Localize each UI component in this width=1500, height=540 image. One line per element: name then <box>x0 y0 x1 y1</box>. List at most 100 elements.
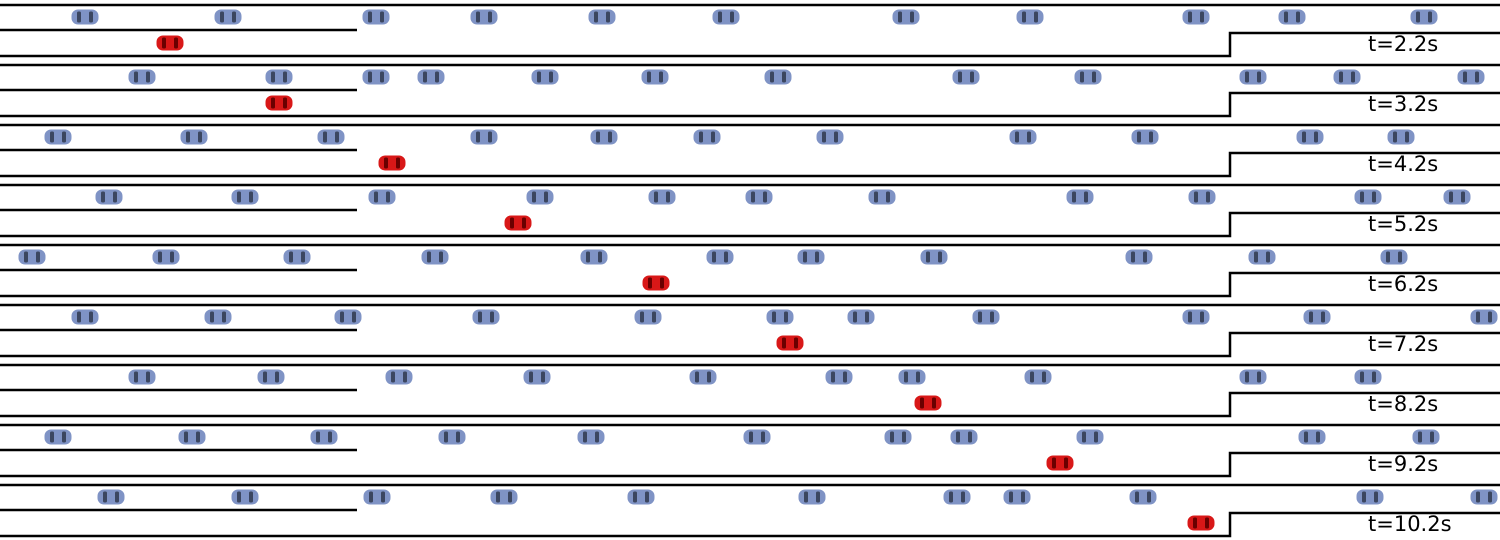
blue-car-icon <box>17 248 47 266</box>
blue-car-icon <box>96 488 126 506</box>
blue-car-icon <box>796 248 826 266</box>
blue-car-icon <box>151 248 181 266</box>
blue-car-icon <box>213 8 243 26</box>
blue-car-icon <box>688 368 718 386</box>
blue-car-icon <box>579 248 609 266</box>
blue-car-icon <box>361 68 391 86</box>
red-car-icon <box>913 394 943 412</box>
blue-car-icon <box>1297 428 1327 446</box>
blue-car-icon <box>897 368 927 386</box>
blue-car-icon <box>744 188 774 206</box>
blue-car-icon <box>525 188 555 206</box>
blue-car-icon <box>647 188 677 206</box>
red-car-icon <box>1186 514 1216 532</box>
ramp-boundary-line <box>0 31 1500 58</box>
blue-car-icon <box>1065 188 1095 206</box>
blue-car-icon <box>1302 308 1332 326</box>
blue-car-icon <box>70 308 100 326</box>
blue-car-icon <box>230 188 260 206</box>
red-car-icon <box>775 334 805 352</box>
blue-car-icon <box>1238 68 1268 86</box>
time-label: t=8.2s <box>1368 392 1438 416</box>
time-label: t=6.2s <box>1368 272 1438 296</box>
frame: t=9.2s <box>0 423 1500 478</box>
blue-car-icon <box>951 68 981 86</box>
blue-car-icon <box>70 8 100 26</box>
blue-car-icon <box>846 308 876 326</box>
blue-car-icon <box>362 488 392 506</box>
blue-car-icon <box>361 8 391 26</box>
blue-car-icon <box>692 128 722 146</box>
blue-car-icon <box>1015 8 1045 26</box>
frame: t=2.2s <box>0 3 1500 58</box>
blue-car-icon <box>333 308 363 326</box>
blue-car-icon <box>94 188 124 206</box>
blue-car-icon <box>1409 8 1439 26</box>
blue-car-icon <box>589 128 619 146</box>
blue-car-icon <box>765 308 795 326</box>
time-label: t=5.2s <box>1368 212 1438 236</box>
ramp-boundary-line <box>0 271 1500 298</box>
frame: t=3.2s <box>0 63 1500 118</box>
blue-car-icon <box>384 368 414 386</box>
blue-car-icon <box>883 428 913 446</box>
blue-car-icon <box>1456 68 1486 86</box>
frame: t=8.2s <box>0 363 1500 418</box>
blue-car-icon <box>1469 488 1499 506</box>
blue-car-icon <box>471 308 501 326</box>
frame: t=7.2s <box>0 303 1500 358</box>
blue-car-icon <box>1379 248 1409 266</box>
blue-car-icon <box>1008 128 1038 146</box>
blue-car-icon <box>942 488 972 506</box>
blue-car-icon <box>626 488 656 506</box>
blue-car-icon <box>1386 128 1416 146</box>
blue-car-icon <box>1353 188 1383 206</box>
frame: t=6.2s <box>0 243 1500 298</box>
blue-car-icon <box>1295 128 1325 146</box>
blue-car-icon <box>949 428 979 446</box>
blue-car-icon <box>1130 128 1160 146</box>
red-car-icon <box>155 34 185 52</box>
time-label: t=9.2s <box>1368 452 1438 476</box>
blue-car-icon <box>633 308 663 326</box>
blue-car-icon <box>177 428 207 446</box>
blue-car-icon <box>1238 368 1268 386</box>
blue-car-icon <box>1353 368 1383 386</box>
blue-car-icon <box>1181 8 1211 26</box>
blue-car-icon <box>1277 8 1307 26</box>
time-label: t=7.2s <box>1368 332 1438 356</box>
frame: t=4.2s <box>0 123 1500 178</box>
time-label: t=10.2s <box>1368 512 1452 536</box>
red-car-icon <box>1045 454 1075 472</box>
blue-car-icon <box>587 8 617 26</box>
blue-car-icon <box>1187 188 1217 206</box>
blue-car-icon <box>437 428 467 446</box>
blue-car-icon <box>705 248 735 266</box>
blue-car-icon <box>127 68 157 86</box>
blue-car-icon <box>43 128 73 146</box>
blue-car-icon <box>1469 308 1499 326</box>
blue-car-icon <box>1128 488 1158 506</box>
blue-car-icon <box>230 488 260 506</box>
blue-car-icon <box>1075 428 1105 446</box>
blue-car-icon <box>316 128 346 146</box>
blue-car-icon <box>127 368 157 386</box>
blue-car-icon <box>576 428 606 446</box>
ramp-boundary-line <box>0 91 1500 118</box>
blue-car-icon <box>489 488 519 506</box>
blue-car-icon <box>640 68 670 86</box>
blue-car-icon <box>824 368 854 386</box>
time-label: t=3.2s <box>1368 92 1438 116</box>
blue-car-icon <box>1442 188 1472 206</box>
blue-car-icon <box>469 8 499 26</box>
blue-car-icon <box>797 488 827 506</box>
blue-car-icon <box>763 68 793 86</box>
blue-car-icon <box>282 248 312 266</box>
blue-car-icon <box>530 68 560 86</box>
blue-car-icon <box>815 128 845 146</box>
time-label: t=4.2s <box>1368 152 1438 176</box>
blue-car-icon <box>1073 68 1103 86</box>
time-label: t=2.2s <box>1368 32 1438 56</box>
blue-car-icon <box>264 68 294 86</box>
